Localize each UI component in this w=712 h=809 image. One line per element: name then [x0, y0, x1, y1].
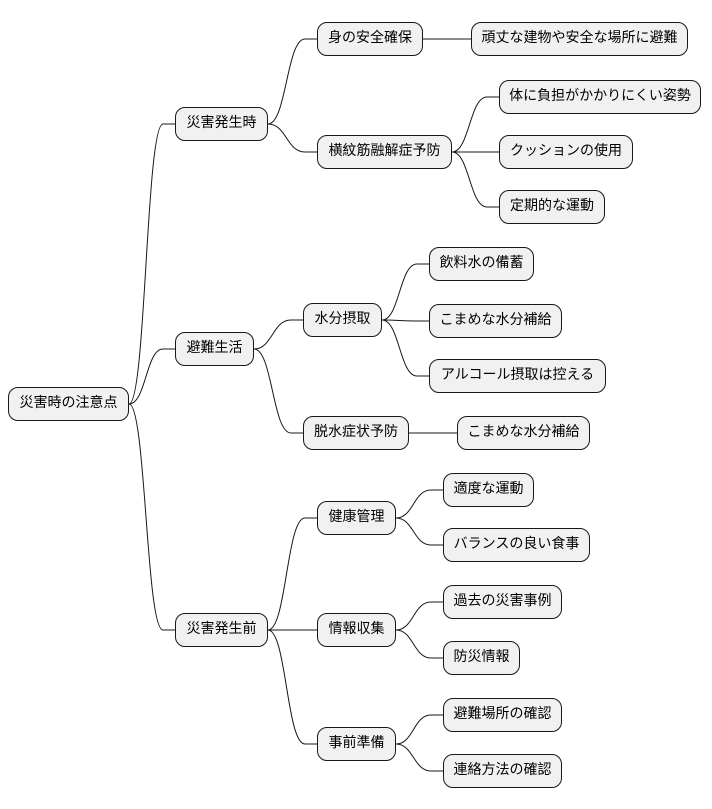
connector-line: [381, 319, 429, 377]
topic-node-health-management: 健康管理: [317, 501, 396, 535]
leaf-node-cushion-use: クッションの使用: [499, 135, 633, 169]
leaf-node-frequent-hydration: こまめな水分補給: [429, 304, 562, 338]
leaf-node-frequent-hydration-2: こまめな水分補給: [457, 416, 590, 450]
topic-node-personal-safety: 身の安全確保: [317, 22, 423, 56]
connector-line: [267, 38, 317, 125]
connector-line: [267, 517, 317, 631]
topic-node-information-gathering: 情報収集: [317, 613, 396, 647]
connector-line: [267, 123, 317, 153]
leaf-node-low-strain-posture: 体に負担がかかりにくい姿勢: [499, 80, 701, 114]
branch-node-before-disaster: 災害発生前: [175, 613, 268, 647]
connector-line: [395, 517, 443, 546]
leaf-node-evacuate-safe-place: 頑丈な建物や安全な場所に避難: [471, 22, 688, 56]
connector-line: [381, 263, 429, 321]
topic-node-water-intake: 水分摂取: [303, 303, 382, 337]
connector-line: [128, 403, 175, 631]
connector-line: [128, 123, 175, 405]
connector-line: [253, 348, 303, 434]
connector-line: [395, 743, 443, 772]
connector-line: [381, 319, 429, 322]
leaf-node-water-stockpile: 飲料水の備蓄: [429, 247, 534, 281]
branch-node-evacuation-life: 避難生活: [175, 332, 254, 366]
leaf-node-limit-alcohol: アルコール摂取は控える: [429, 359, 606, 393]
leaf-node-disaster-info: 防災情報: [443, 641, 520, 675]
connector-line: [253, 319, 303, 350]
leaf-node-balanced-diet: バランスの良い食事: [443, 528, 590, 562]
connector-line: [267, 629, 317, 745]
leaf-node-past-disaster-cases: 過去の災害事例: [443, 585, 562, 619]
connector-line: [395, 714, 443, 745]
connector-line: [395, 489, 443, 519]
connector-line: [128, 348, 175, 405]
connector-line: [395, 629, 443, 659]
topic-node-dehydration-prevention: 脱水症状予防: [303, 416, 409, 450]
leaf-node-regular-exercise: 定期的な運動: [499, 190, 605, 224]
leaf-node-confirm-evacuation-site: 避難場所の確認: [443, 698, 562, 732]
topic-node-rhabdomyolysis-prevention: 横紋筋融解症予防: [317, 135, 452, 169]
topic-node-advance-preparation: 事前準備: [317, 727, 396, 761]
leaf-node-moderate-exercise: 適度な運動: [443, 473, 534, 507]
connector-line: [395, 601, 443, 631]
leaf-node-confirm-contact-method: 連絡方法の確認: [443, 754, 562, 788]
connector-line: [451, 151, 499, 208]
connector-line: [451, 96, 499, 153]
branch-node-disaster-occurring: 災害発生時: [175, 107, 268, 141]
root-node: 災害時の注意点: [8, 387, 129, 421]
